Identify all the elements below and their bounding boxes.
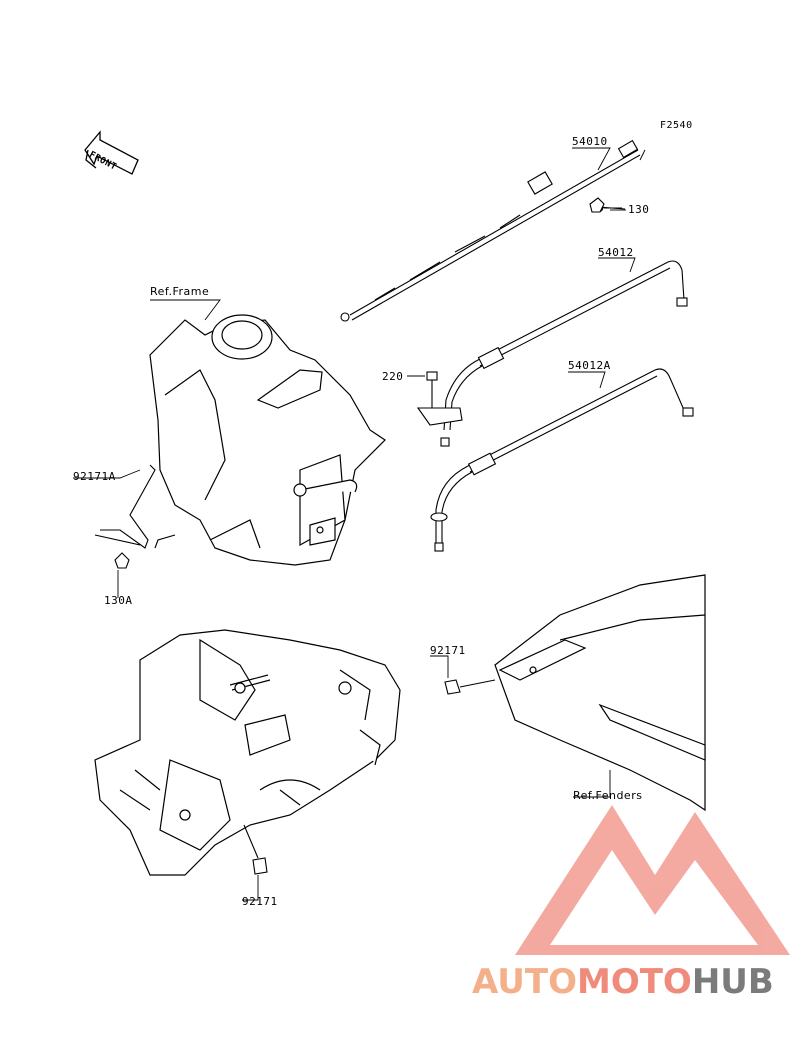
label-54012: 54012	[598, 246, 634, 259]
cable-54012A	[430, 368, 694, 552]
clip-92171-right-icon	[444, 679, 496, 695]
label-92171A: 92171A	[73, 470, 116, 483]
label-220: 220	[382, 370, 404, 383]
clip-92171-bottom-icon	[243, 824, 268, 875]
watermark-part-moto: MOTO	[576, 962, 692, 1002]
ref-frame-label: Ref.Frame	[150, 285, 210, 298]
frame-upper	[149, 314, 386, 566]
label-54010: 54010	[572, 135, 608, 148]
front-arrow-icon	[84, 130, 139, 175]
ref-fenders-label: Ref.Fenders	[573, 789, 643, 802]
label-130A: 130A	[104, 594, 133, 607]
frame-lower	[94, 629, 401, 876]
watermark-text: AUTOMOTOHUB	[472, 962, 774, 1002]
bolt-130A-icon	[114, 552, 130, 569]
fender	[494, 574, 706, 812]
label-92171-right: 92171	[430, 644, 466, 657]
watermark-part-auto: AUTO	[472, 962, 577, 1002]
clamp-92171A-icon	[94, 464, 176, 549]
leader-lines	[73, 147, 646, 901]
bolt-220-icon	[426, 371, 438, 408]
watermark-logo-icon	[515, 805, 790, 955]
cable-54012	[416, 260, 688, 447]
diagram-code: F2540	[660, 120, 693, 131]
cable-54010	[340, 139, 641, 322]
watermark-part-hub: HUB	[691, 962, 774, 1002]
bolt-130-icon	[589, 197, 622, 213]
label-92171-bottom: 92171	[242, 895, 278, 908]
label-130: 130	[628, 203, 650, 216]
label-54012A: 54012A	[568, 359, 611, 372]
